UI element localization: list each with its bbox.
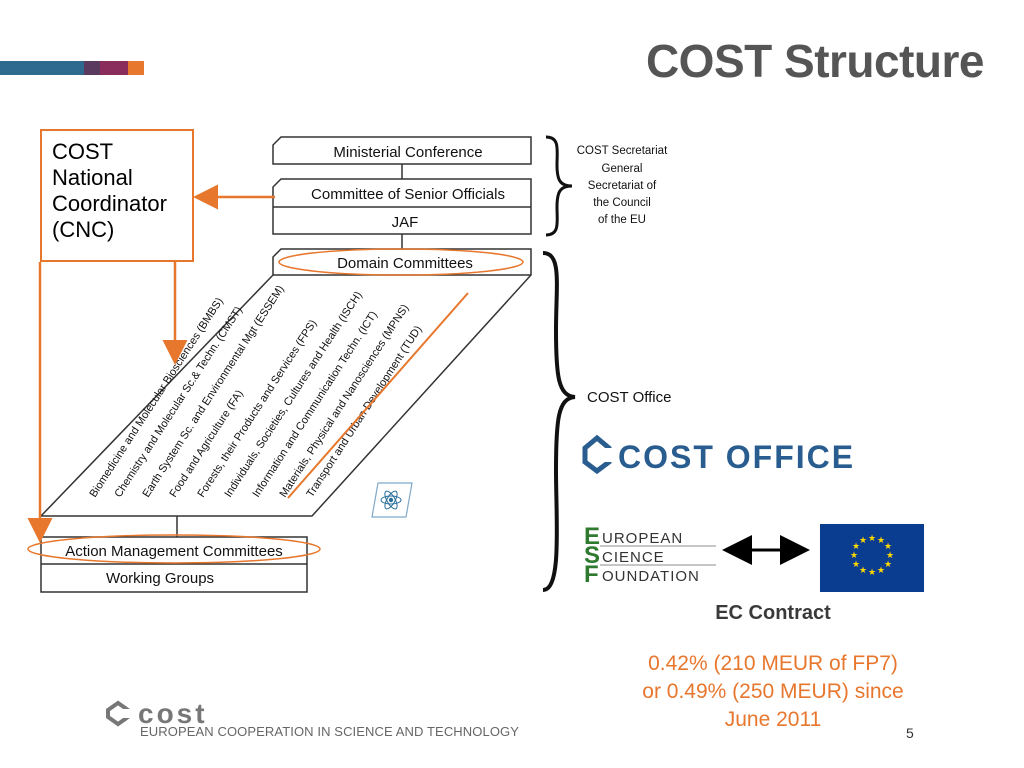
header-stripe-magenta xyxy=(100,61,128,75)
cnc-line: Coordinator xyxy=(52,191,167,216)
amc-label: Action Management Committees xyxy=(65,543,283,560)
mpns-underline xyxy=(287,292,469,499)
svg-text:★: ★ xyxy=(850,550,858,560)
cnc-line: National xyxy=(52,165,133,190)
slide-title: COST Structure xyxy=(645,35,985,87)
svg-text:★: ★ xyxy=(852,559,860,569)
funding-text: 0.42% (210 MEUR of FP7) or 0.49% (250 ME… xyxy=(600,650,946,734)
header-stripe-purple xyxy=(84,61,100,75)
ministerial-conference-label: Ministerial Conference xyxy=(333,144,482,161)
header-stripe-orange xyxy=(128,61,144,75)
secretariat-line: COST Secretariat xyxy=(577,145,668,157)
page-number: 5 xyxy=(906,725,914,741)
esf-line: UROPEAN xyxy=(602,530,683,547)
cost-office-logo-text: COST OFFICE xyxy=(618,439,855,475)
funding-line: 0.42% (210 MEUR of FP7) xyxy=(648,652,898,675)
secretariat-line: General xyxy=(602,163,643,175)
svg-text:★: ★ xyxy=(868,533,876,543)
svg-text:★: ★ xyxy=(886,550,894,560)
header-stripe-blue xyxy=(0,61,84,75)
svg-text:★: ★ xyxy=(877,535,885,545)
cost-office-brace xyxy=(542,251,576,592)
cnc-line: (CNC) xyxy=(52,217,115,242)
svg-text:★: ★ xyxy=(859,565,867,575)
secretariat-brace xyxy=(545,135,573,237)
svg-text:★: ★ xyxy=(877,565,885,575)
esf-initial: E xyxy=(584,523,600,550)
ministerial-conference-box: Ministerial Conference xyxy=(272,136,532,165)
footer-organization-name: EUROPEAN COOPERATION IN SCIENCE AND TECH… xyxy=(140,724,520,739)
esf-line: CIENCE xyxy=(602,549,665,566)
cnc-line: COST xyxy=(52,139,114,164)
eu-flag-icon: ★ ★ ★ ★ ★ ★ ★ ★ ★ ★ ★ ★ xyxy=(820,524,924,592)
secretariat-line: of the EU xyxy=(598,214,646,226)
amc-wg-box: Action Management Committees Working Gro… xyxy=(27,534,321,593)
secretariat-label: COST Secretariat General Secretariat of … xyxy=(577,145,668,226)
footer-logo-text: cost xyxy=(138,698,208,729)
svg-text:★: ★ xyxy=(868,567,876,577)
svg-text:★: ★ xyxy=(884,541,892,551)
ec-contract-label: EC Contract xyxy=(715,602,831,624)
funding-line: or 0.49% (250 MEUR) since xyxy=(642,680,904,703)
cost-atom-icon xyxy=(371,482,413,518)
footer-cost-logo: cost xyxy=(106,698,208,729)
domain-committees-label: Domain Committees xyxy=(337,255,473,272)
domain-committees-highlight xyxy=(278,248,524,276)
cso-jaf-box: Committee of Senior Officials JAF xyxy=(272,178,532,235)
funding-line: June 2011 xyxy=(724,708,822,731)
svg-text:★: ★ xyxy=(884,559,892,569)
svg-text:★: ★ xyxy=(852,541,860,551)
esf-initial: S xyxy=(584,542,600,569)
esf-logo: E S F UROPEAN CIENCE OUNDATION xyxy=(584,523,716,588)
working-groups-label: Working Groups xyxy=(106,570,214,587)
svg-text:★: ★ xyxy=(859,535,867,545)
cost-office-label: COST Office xyxy=(587,389,671,406)
amc-highlight xyxy=(27,534,321,564)
domain-committees-panel: Domain Committees Biomedicine and Molecu… xyxy=(39,248,532,517)
secretariat-line: the Council xyxy=(593,197,651,209)
cso-label: Committee of Senior Officials xyxy=(311,186,505,203)
esf-line: OUNDATION xyxy=(602,568,700,585)
esf-initial: F xyxy=(584,561,599,588)
jaf-label: JAF xyxy=(392,214,419,231)
secretariat-line: Secretariat of xyxy=(588,180,657,192)
cost-office-logo: COST OFFICE xyxy=(582,434,855,475)
